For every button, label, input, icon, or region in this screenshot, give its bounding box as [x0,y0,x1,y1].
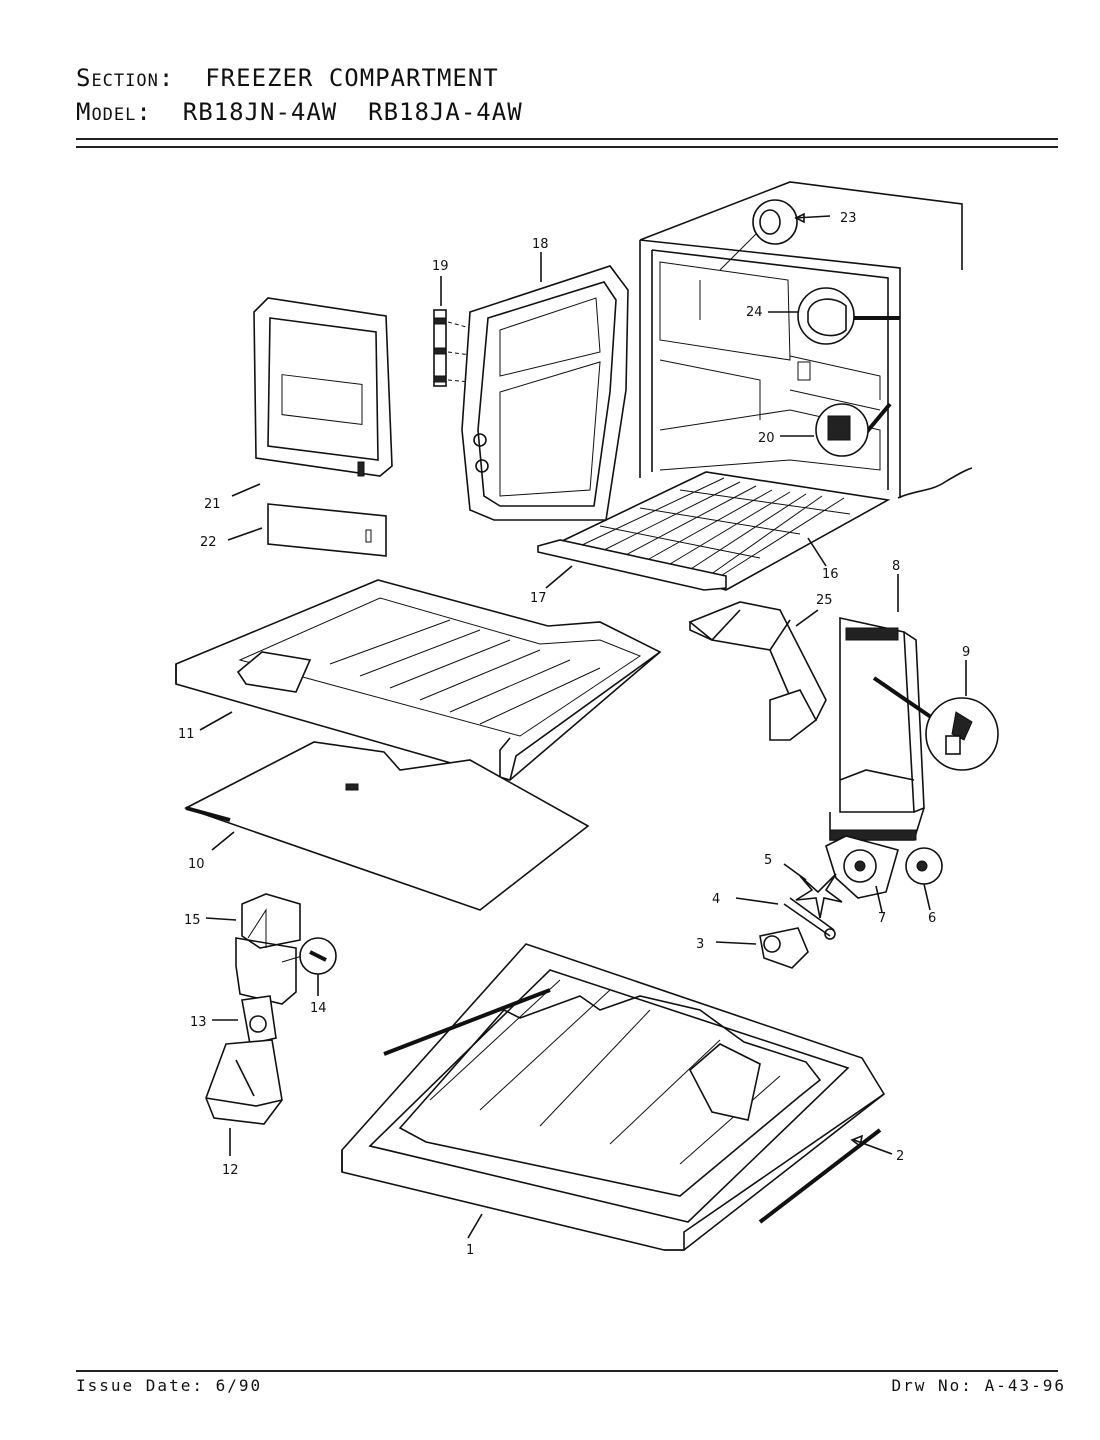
fan-blade-9 [872,660,999,771]
callout-7: 7 [878,911,886,926]
model-line: Model: RB18JN-4AW RB18JA-4AW [76,98,523,126]
callout-labels: 1 2 3 4 5 6 7 8 9 10 11 12 13 14 15 16 1… [178,211,970,1258]
button-14 [281,937,337,996]
callout-5: 5 [764,853,772,868]
callout-3: 3 [696,937,704,952]
section-value: FREEZER COMPARTMENT [205,64,499,92]
callout-24: 24 [746,305,763,320]
fan-blade-5 [783,863,843,919]
insulation-pad-10 [183,741,590,911]
control-housing-21 [231,297,393,497]
gasket-2 [850,1134,893,1155]
fan-motor-3 [715,927,809,969]
callout-1: 1 [466,1243,474,1258]
header-rule-top [76,138,1058,140]
light-bulb-23 [719,199,831,271]
hinge-19 [433,276,471,387]
ice-bin-12 [205,1039,283,1156]
callout-21: 21 [204,497,221,512]
callout-22: 22 [200,535,217,550]
issue-date: Issue Date: 6/90 [76,1376,263,1395]
model-label: Model: [76,98,152,126]
footer-rule [76,1370,1058,1372]
section-line: Section: FREEZER COMPARTMENT [76,64,499,92]
section-label: Section: [76,64,175,92]
callout-8: 8 [892,559,900,574]
callout-10: 10 [188,857,205,872]
header-rule-bottom [76,146,1058,148]
motor-bracket-7 [825,835,899,913]
fan-shroud-8 [829,574,925,841]
shelf-rail-17 [537,539,727,591]
callout-14: 14 [310,1001,327,1016]
callout-16: 16 [822,567,839,582]
callout-15: 15 [184,913,201,928]
light-cover-24 [768,287,900,345]
freezer-cabinet [639,181,973,499]
callout-23: 23 [840,211,857,226]
ice-tray-15 [205,893,301,1005]
callout-19: 19 [432,259,449,274]
callout-11: 11 [178,727,195,742]
callout-4: 4 [712,892,720,907]
model-value-1: RB18JN-4AW [182,98,338,126]
callout-13: 13 [190,1015,207,1030]
callout-9: 9 [962,645,970,660]
callout-25: 25 [816,593,833,608]
thermostat-20 [780,402,892,457]
retainer-13 [212,995,277,1045]
callout-20: 20 [758,431,775,446]
freezer-floor-1 [341,943,886,1251]
control-plate-22 [227,503,387,557]
callout-18: 18 [532,237,549,252]
drawing-number: Drw No: A-43-96 [891,1376,1066,1395]
callout-12: 12 [222,1163,239,1178]
callout-17: 17 [530,591,547,606]
grommet-6 [905,847,943,911]
air-duct-25 [688,601,827,741]
motor-mount-4 [735,897,836,940]
callout-6: 6 [928,911,936,926]
model-value-2: RB18JA-4AW [368,98,523,126]
evaporator-cover-11 [175,579,662,781]
door-liner-18 [461,252,629,521]
callout-2: 2 [896,1149,904,1164]
